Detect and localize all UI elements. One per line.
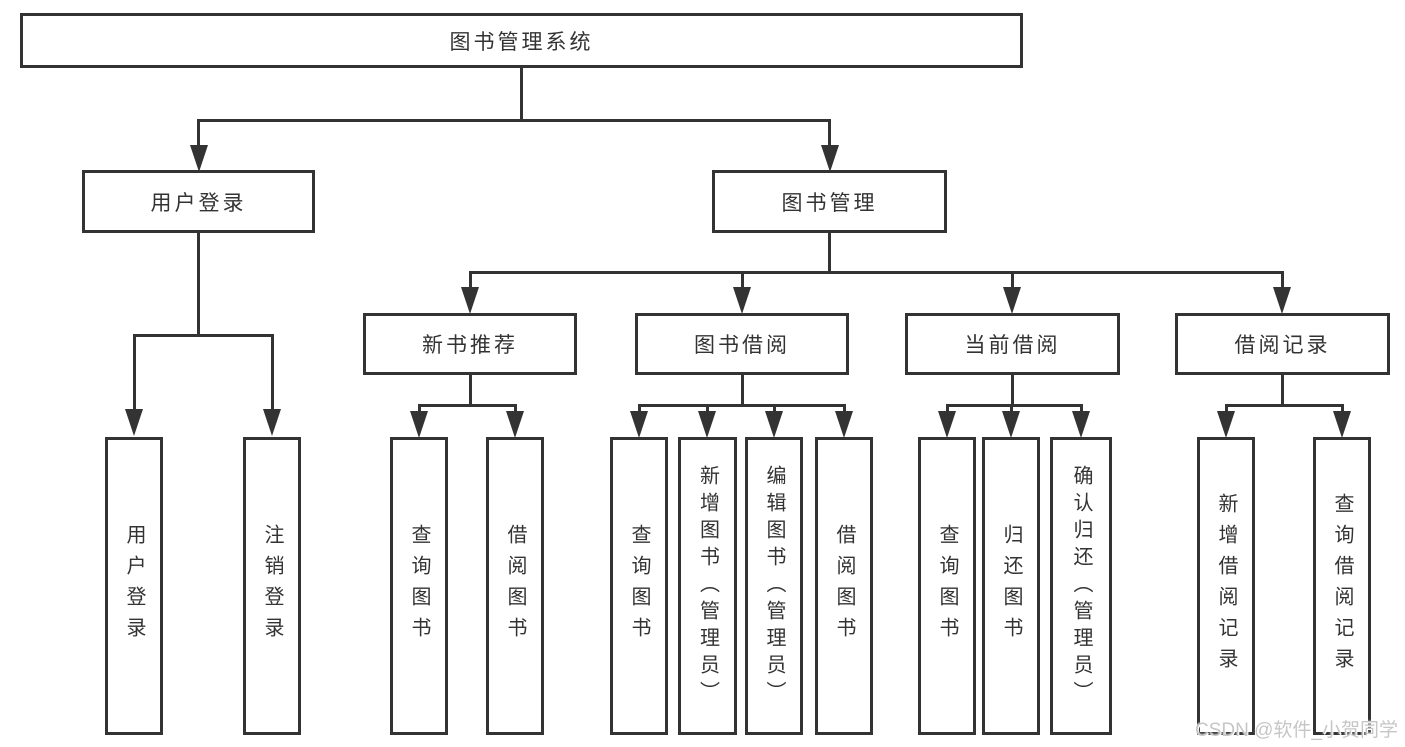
connector-hline: [469, 271, 1283, 274]
node-cb-confirm-return-admin: 确认归还（管理员）: [1050, 437, 1112, 735]
node-new-book-recommend-label: 新书推荐: [422, 334, 518, 357]
connector-vline: [773, 404, 776, 414]
connector-hline: [638, 404, 845, 407]
connector-vline: [133, 334, 136, 412]
node-bb-edit-books-admin: 编辑图书（管理员）: [745, 437, 803, 735]
node-bb-add-books-admin-label: 新增图书（管理员）: [696, 464, 719, 708]
node-cb-query-books: 查询图书: [918, 437, 976, 735]
node-nb-borrow-books: 借阅图书: [486, 437, 544, 735]
arrow-down: [1217, 411, 1235, 438]
node-br-add-record: 新增借阅记录: [1197, 437, 1255, 735]
arrow-down: [410, 411, 428, 438]
node-current-borrow: 当前借阅: [905, 313, 1120, 375]
arrow-down: [835, 411, 853, 438]
node-nb-borrow-books-label: 借阅图书: [504, 524, 526, 648]
node-user-login-branch-label: 用户登录: [150, 191, 247, 215]
connector-vline: [828, 233, 831, 274]
connector-vline: [197, 119, 200, 149]
connector-vline: [469, 375, 472, 407]
arrow-down: [263, 409, 281, 436]
connector-hline: [418, 404, 516, 407]
arrow-down: [506, 411, 524, 438]
connector-hline: [133, 334, 273, 337]
node-logout: 注销登录: [243, 437, 301, 735]
node-bb-query-books-label: 查询图书: [628, 524, 650, 648]
node-bb-query-books: 查询图书: [610, 437, 668, 735]
connector-vline: [741, 271, 744, 290]
node-book-management: 图书管理: [712, 170, 947, 233]
connector-vline: [638, 404, 641, 414]
node-br-query-record-label: 查询借阅记录: [1331, 493, 1353, 679]
arrow-down: [733, 287, 751, 314]
arrow-down: [938, 411, 956, 438]
node-root-label: 图书管理系统: [449, 30, 594, 54]
node-book-management-label: 图书管理: [781, 191, 878, 215]
connector-vline: [706, 404, 709, 414]
connector-hline: [197, 119, 831, 122]
connector-vline: [520, 68, 523, 122]
arrow-down: [190, 145, 208, 172]
node-br-add-record-label: 新增借阅记录: [1215, 493, 1237, 679]
arrow-down: [821, 145, 839, 172]
connector-hline: [1225, 404, 1343, 407]
arrow-down: [630, 411, 648, 438]
node-bb-edit-books-admin-label: 编辑图书（管理员）: [763, 464, 785, 708]
node-br-query-record: 查询借阅记录: [1313, 437, 1371, 735]
node-new-book-recommend: 新书推荐: [363, 313, 577, 375]
node-current-borrow-label: 当前借阅: [964, 334, 1061, 357]
node-borrow-records: 借阅记录: [1175, 313, 1390, 375]
arrow-down: [461, 287, 479, 314]
connector-vline: [1011, 271, 1014, 290]
node-logout-label: 注销登录: [261, 524, 283, 648]
connector-vline: [469, 271, 472, 290]
node-nb-query-books-label: 查询图书: [408, 524, 430, 648]
connector-vline: [197, 233, 200, 337]
connector-vline: [418, 404, 421, 414]
arrow-down: [1273, 287, 1291, 314]
connector-vline: [741, 375, 744, 407]
arrow-down: [1002, 411, 1020, 438]
node-cb-return-books-label: 归还图书: [1000, 524, 1022, 648]
connector-vline: [1225, 404, 1228, 414]
connector-vline: [1010, 404, 1013, 414]
arrow-down: [1003, 287, 1021, 314]
arrow-down: [765, 411, 783, 438]
connector-vline: [1281, 271, 1284, 290]
node-nb-query-books: 查询图书: [390, 437, 448, 735]
node-book-borrow: 图书借阅: [635, 313, 849, 375]
node-cb-return-books: 归还图书: [982, 437, 1040, 735]
arrow-down: [698, 411, 716, 438]
node-bb-borrow-books: 借阅图书: [815, 437, 873, 735]
node-user-login-leaf-label: 用户登录: [123, 524, 145, 648]
arrow-down: [125, 409, 143, 436]
node-cb-confirm-return-admin-label: 确认归还（管理员）: [1070, 464, 1092, 708]
node-bb-add-books-admin: 新增图书（管理员）: [678, 437, 737, 735]
node-book-borrow-label: 图书借阅: [694, 334, 790, 357]
connector-vline: [1011, 375, 1014, 407]
node-root: 图书管理系统: [20, 13, 1023, 68]
connector-vline: [1341, 404, 1344, 414]
connector-vline: [1080, 404, 1083, 414]
arrow-down: [1333, 411, 1351, 438]
node-bb-borrow-books-label: 借阅图书: [833, 524, 855, 648]
connector-vline: [271, 334, 274, 412]
connector-vline: [946, 404, 949, 414]
node-user-login-leaf: 用户登录: [105, 437, 163, 735]
node-cb-query-books-label: 查询图书: [936, 524, 958, 648]
csdn-watermark: CSDN @软件_小贺同学: [1195, 720, 1398, 741]
connector-hline: [946, 404, 1082, 407]
arrow-down: [1072, 411, 1090, 438]
node-user-login-branch: 用户登录: [82, 170, 315, 233]
connector-vline: [1281, 375, 1284, 407]
connector-vline: [514, 404, 517, 414]
connector-vline: [843, 404, 846, 414]
node-borrow-records-label: 借阅记录: [1234, 334, 1331, 357]
connector-vline: [828, 119, 831, 149]
